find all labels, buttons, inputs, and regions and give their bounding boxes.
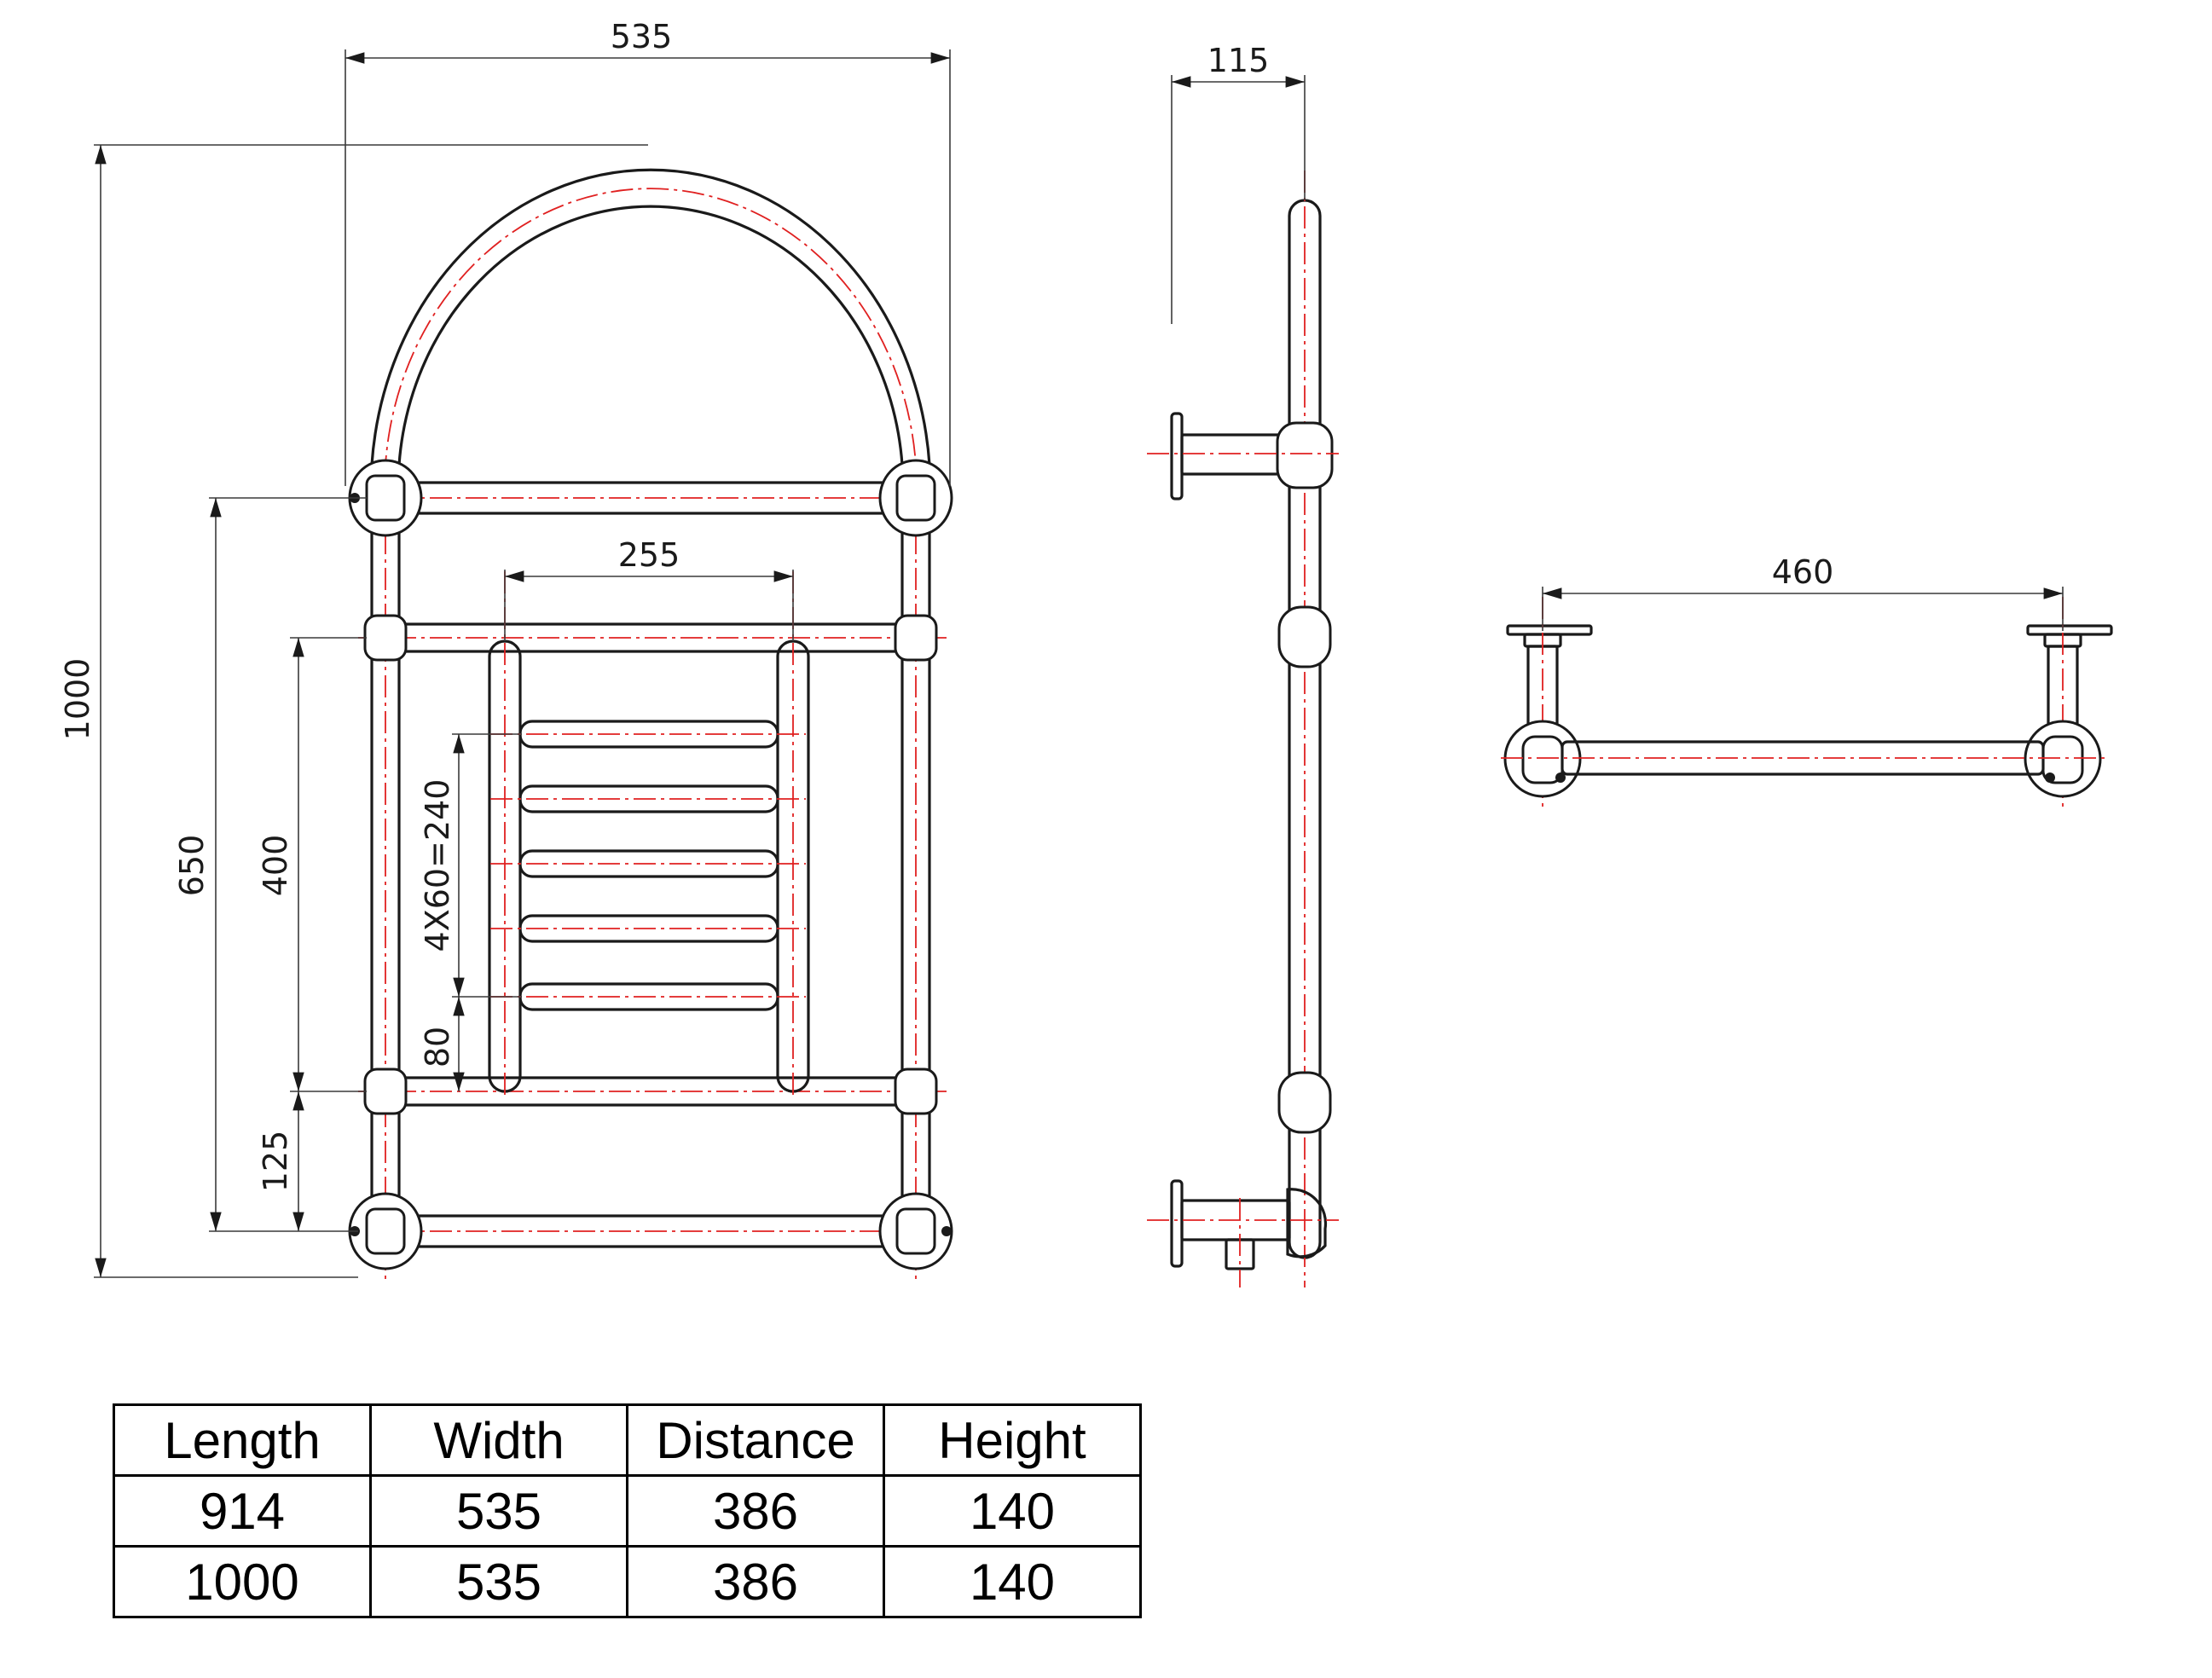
inner-bars (490, 720, 806, 1011)
arch-inner (397, 205, 904, 477)
cell-distance: 386 (626, 1545, 885, 1618)
dim-projection: 115 (1207, 42, 1270, 79)
front-joints (348, 459, 953, 1270)
dim-width: 535 (611, 18, 673, 55)
front-view: 535 1000 650 400 125 255 (59, 18, 953, 1279)
spec-table-header: Length Width Distance Height (113, 1403, 1142, 1477)
dim-bottom-offset: 80 (419, 1027, 456, 1068)
dim-rail-span: 650 (173, 835, 211, 897)
cell-width: 535 (369, 1545, 628, 1618)
header-width: Width (369, 1403, 628, 1477)
dim-low-rail: 125 (257, 1131, 294, 1193)
cell-height: 140 (883, 1474, 1142, 1548)
table-row: 1000 535 386 140 (113, 1545, 1142, 1618)
side-view: 115 (1147, 42, 1339, 1287)
dim-inner-height: 400 (257, 835, 294, 897)
cell-height: 140 (883, 1545, 1142, 1618)
cell-length: 914 (113, 1474, 372, 1548)
dim-centres: 460 (1772, 553, 1834, 591)
dim-inner-width: 255 (618, 536, 680, 574)
arch-centerline (385, 188, 917, 477)
dim-bar-spacing: 4X60=240 (419, 779, 456, 952)
arch-outer (370, 168, 931, 477)
top-view: 460 (1501, 553, 2113, 810)
cell-width: 535 (369, 1474, 628, 1548)
spec-table: Length Width Distance Height 914 535 386… (113, 1403, 1142, 1618)
front-dimensions: 535 1000 650 400 125 255 (59, 18, 951, 1278)
dim-total-height: 1000 (59, 658, 96, 741)
header-height: Height (883, 1403, 1142, 1477)
header-distance: Distance (626, 1403, 885, 1477)
table-row: 914 535 386 140 (113, 1474, 1142, 1548)
header-length: Length (113, 1403, 372, 1477)
cell-length: 1000 (113, 1545, 372, 1618)
cell-distance: 386 (626, 1474, 885, 1548)
